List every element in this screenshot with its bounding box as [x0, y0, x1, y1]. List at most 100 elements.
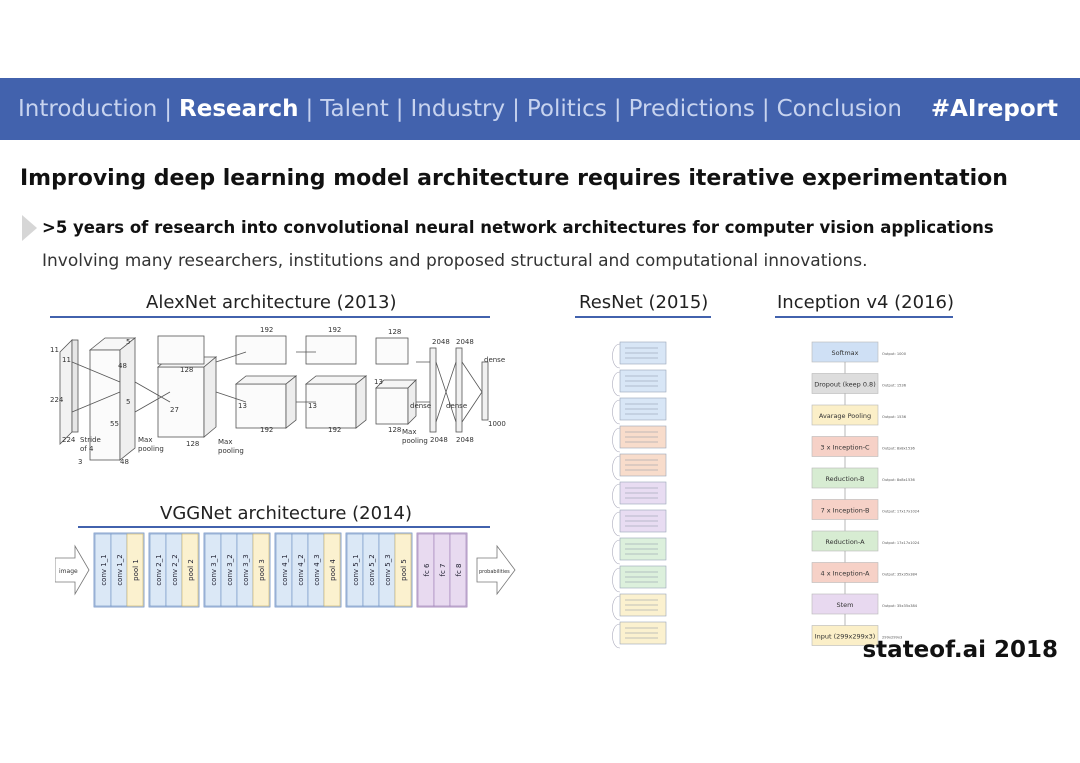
alexnet-label: 48 [118, 362, 127, 370]
vgg-layer-label: conv 1_2 [116, 554, 124, 585]
vgg-layer-label: conv 3_3 [242, 554, 250, 585]
vgg-layer-label: fc 7 [439, 564, 447, 577]
vgg-group-frame [93, 532, 145, 608]
nav-separator: | [761, 96, 770, 122]
vgg-layer-label: conv 4_2 [297, 554, 305, 585]
vgg-group-frame [203, 532, 271, 608]
resnet-skip-connection [612, 455, 621, 481]
inception-block-output: 299x299x3 [882, 636, 902, 640]
alexnet-label: 224 [50, 396, 64, 404]
inception-block-label: Reduction-A [825, 538, 865, 546]
alexnet-label: 48 [120, 458, 129, 466]
vgg-layer-label: conv 5_2 [368, 554, 376, 585]
inception-block-label: 3 x Inception-C [820, 444, 870, 452]
resnet-skip-connection [612, 427, 621, 453]
vgg-layer-box [126, 533, 144, 607]
alexnet-label: of 4 [80, 445, 94, 453]
vgg-layer-label: conv 4_1 [281, 554, 289, 585]
vgg-layer-label: pool 4 [329, 559, 337, 581]
alexnet-label: dense [410, 402, 431, 410]
inception-title-underline [775, 316, 953, 318]
inception-block-label: Dropout (keep 0.8) [814, 381, 875, 389]
inception-block-label: Reduction-B [825, 475, 864, 483]
slide-title: Improving deep learning model architectu… [20, 166, 1008, 191]
vgg-output-label: probabilities [479, 569, 510, 575]
nav-item-introduction[interactable]: Introduction [18, 96, 158, 122]
inception-block-output: Output: 8x8x1536 [882, 478, 916, 482]
inception-block-output: Output: 35x35x384 [882, 604, 918, 608]
alexnet-label: 27 [170, 406, 179, 414]
vgg-group-frame [148, 532, 200, 608]
inception-block-label: 4 x Inception-A [821, 570, 871, 578]
alexnet-label: 5 [126, 338, 130, 346]
resnet-skip-connection [612, 567, 621, 593]
vgg-layer-box [181, 533, 199, 607]
vgg-layer-label: fc 6 [423, 563, 431, 577]
resnet-skip-connection [612, 371, 621, 397]
resnet-blocks [612, 341, 667, 649]
inception-block-label: 7 x Inception-B [821, 507, 870, 515]
inception-block-label: Input (299x299x3) [815, 633, 876, 641]
alexnet-label: pooling [402, 437, 428, 445]
vgg-group-frame [274, 532, 342, 608]
vgg-input-label: image [59, 568, 78, 575]
inception-block-label: Softmax [832, 349, 859, 357]
alexnet-label: 192 [260, 426, 273, 434]
inception-block-label: Stem [836, 601, 853, 609]
vgg-output-arrow-icon [476, 544, 516, 596]
alexnet-label: Max [138, 436, 152, 444]
alexnet-label: Max [402, 428, 416, 436]
alexnet-label: 55 [110, 420, 119, 428]
nav-separator: | [613, 96, 622, 122]
alexnet-title-underline [50, 316, 490, 318]
vggnet-title: VGGNet architecture (2014) [160, 503, 413, 524]
resnet-skip-connection [612, 399, 621, 425]
nav-separator: | [512, 96, 520, 122]
alexnet-diagram: 11 11 224 224 Stride of 4 3 48 48 55 5 5… [50, 326, 506, 466]
vgg-layer-label: pool 3 [258, 559, 266, 581]
vgg-layer-label: conv 3_1 [210, 554, 218, 585]
bullet-arrow-icon [22, 215, 37, 241]
nav-separator: | [305, 96, 314, 122]
resnet-skip-connection [612, 343, 621, 369]
vgg-layer-box [394, 533, 412, 607]
hashtag: #AIreport [930, 96, 1058, 122]
inception-block-label: Avarage Pooling [819, 412, 871, 420]
vgg-input-arrow-icon [55, 544, 90, 596]
nav-item-research[interactable]: Research [179, 96, 299, 122]
nav-items: Introduction|Research|Talent|Industry|Po… [18, 78, 902, 140]
vgg-layer-label: conv 4_3 [313, 554, 321, 585]
vgg-layer-label: conv 5_1 [352, 554, 360, 585]
alexnet-label: 13 [238, 402, 247, 410]
inception-title: Inception v4 (2016) [777, 292, 954, 313]
inception-block-output: Output: 35x35x384 [882, 573, 918, 577]
vgg-layer-box [449, 533, 467, 607]
alexnet-label: 128 [180, 366, 193, 374]
inception-block-output: Output: 1536 [882, 384, 907, 388]
alexnet-label: 2048 [456, 436, 474, 444]
nav-item-industry[interactable]: Industry [410, 96, 506, 122]
vgg-layer-box [252, 533, 270, 607]
nav-item-talent[interactable]: Talent [320, 96, 389, 122]
alexnet-label: 13 [374, 378, 383, 386]
alexnet-title: AlexNet architecture (2013) [146, 292, 397, 313]
nav-item-conclusion[interactable]: Conclusion [776, 96, 902, 122]
alexnet-label: 2048 [456, 338, 474, 346]
vggnet-title-underline [78, 526, 490, 528]
alexnet-label: 11 [62, 356, 71, 364]
alexnet-label: 224 [62, 436, 76, 444]
vgg-group-frame [345, 532, 413, 608]
resnet-title: ResNet (2015) [579, 292, 709, 313]
vgg-layer-label: pool 5 [400, 559, 408, 581]
alexnet-label: 192 [328, 326, 341, 334]
resnet-skip-connection [612, 483, 621, 509]
nav-item-predictions[interactable]: Predictions [628, 96, 755, 122]
alexnet-label: 192 [260, 326, 273, 334]
nav-item-politics[interactable]: Politics [526, 96, 607, 122]
alexnet-label: Max [218, 438, 232, 446]
vgg-layer-label: conv 5_3 [384, 554, 392, 585]
resnet-skip-connection [612, 511, 621, 537]
